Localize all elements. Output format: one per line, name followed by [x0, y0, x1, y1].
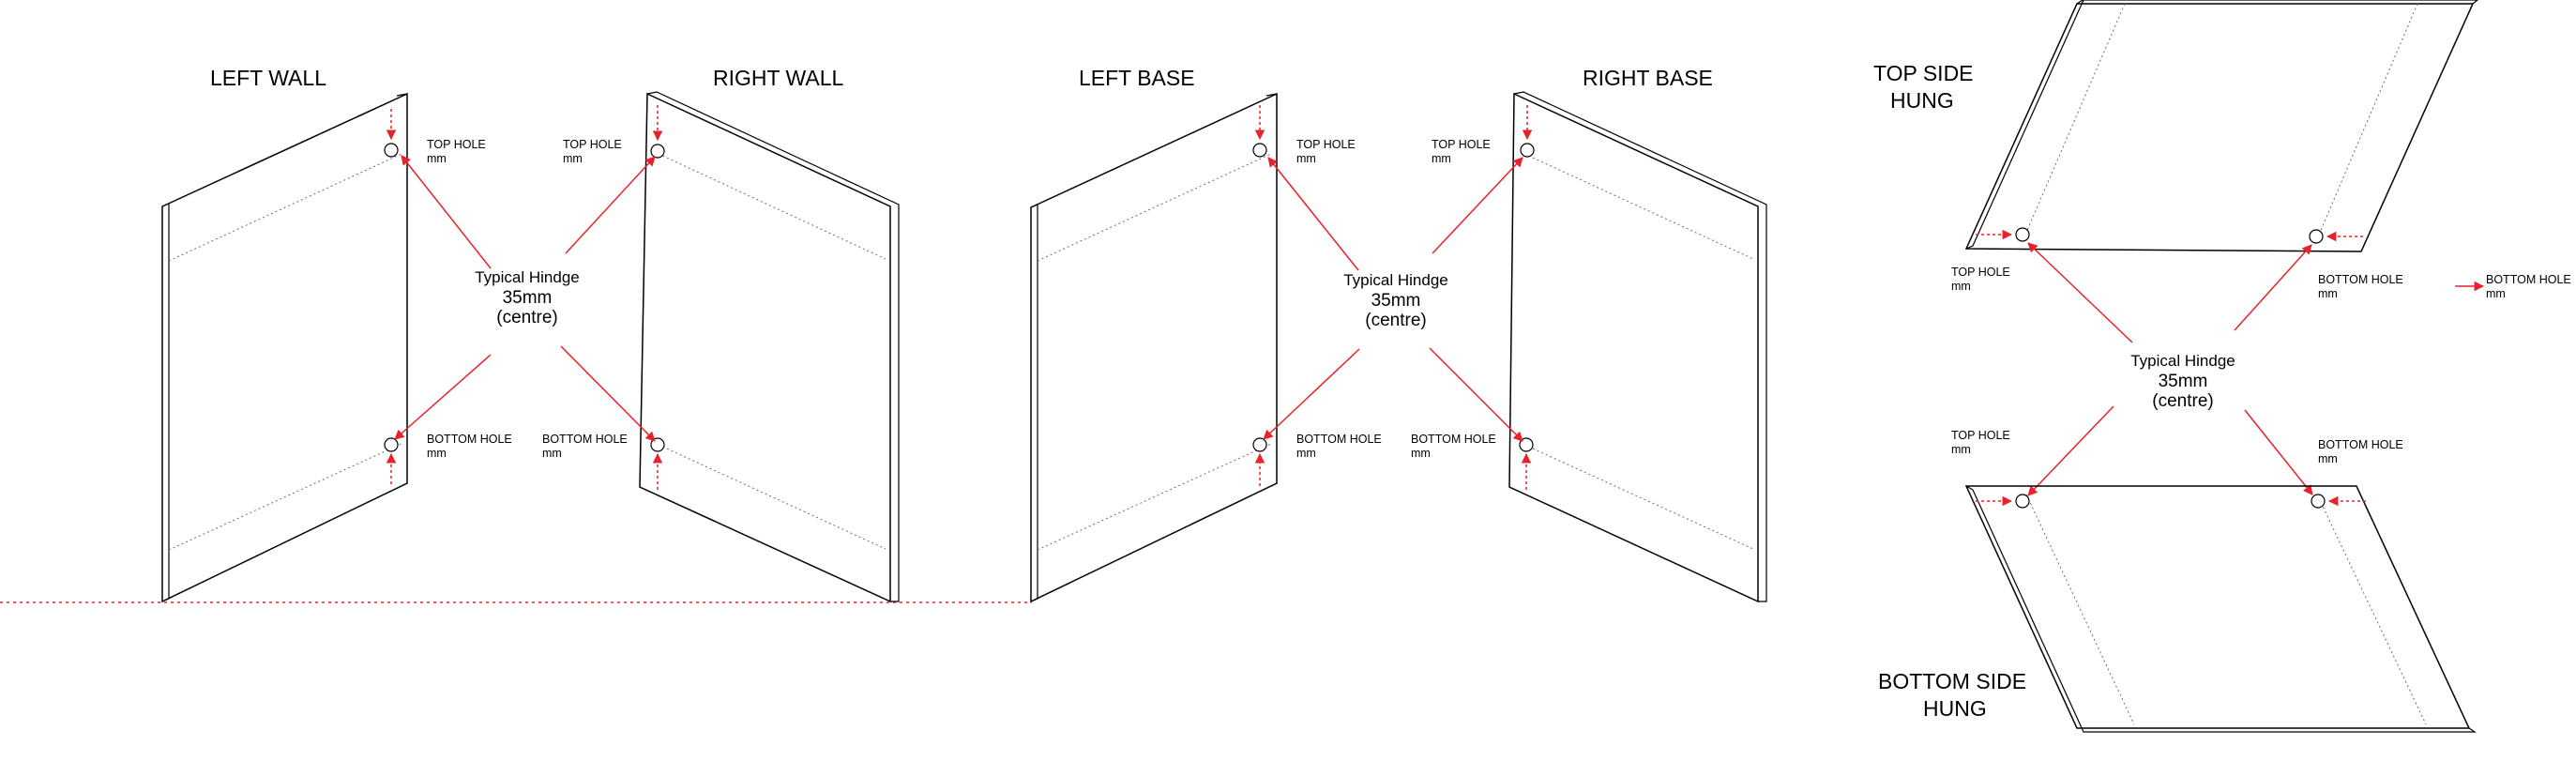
left-base-bottom-hole — [1252, 437, 1267, 452]
left-wall-top-hole-label: TOP HOLE — [427, 138, 486, 151]
wall-arrow-to-right-top — [565, 156, 656, 254]
hung-hinge-note-line-2: 35mm — [2159, 372, 2208, 391]
wall-arrow-to-left-bottom — [394, 354, 492, 440]
left-base-panel — [1030, 92, 1278, 603]
base-hinge-note-line-2: 35mm — [1371, 291, 1421, 311]
bottom-side-hung-right-hole-label: BOTTOM HOLE — [2318, 438, 2403, 451]
bottom-side-hung-panel — [1964, 485, 2477, 733]
wall-hinge-note-line-3: (centre) — [496, 308, 557, 327]
top-side-hung-right-hole-unit: mm — [2318, 287, 2338, 300]
right-wall-bottom-hole-unit: mm — [542, 447, 562, 460]
base-arrow-to-right-bottom — [1429, 347, 1523, 442]
right-wall-title: RIGHT WALL — [713, 66, 844, 90]
left-wall-bottom-hole — [384, 437, 399, 452]
hung-arrow-to-top-left — [2027, 242, 2133, 343]
bottom-side-hung-left-hole — [2015, 494, 2030, 509]
left-wall-group: LEFT WALL TOP HOLE mm BOTTOM HOLE mm — [161, 66, 512, 603]
base-arrow-to-left-bottom — [1263, 348, 1360, 440]
bottom-side-hung-right-hole — [2311, 494, 2326, 509]
left-base-bottom-hole-label: BOTTOM HOLE — [1296, 433, 1382, 446]
legend-bottom-hole-unit: mm — [2486, 287, 2506, 300]
left-base-top-hole-unit: mm — [1296, 152, 1316, 165]
wall-arrow-to-right-bottom — [560, 345, 656, 442]
top-side-hung-title-line-1: TOP SIDE — [1873, 61, 1974, 85]
top-side-hung-right-hole-label: BOTTOM HOLE — [2318, 273, 2403, 286]
right-wall-panel — [639, 91, 900, 603]
base-hinge-note-line-1: Typical Hindge — [1343, 271, 1448, 289]
wall-hinge-note: Typical Hindge 35mm (centre) — [475, 268, 580, 327]
bottom-side-hung-title-line-2: HUNG — [1923, 696, 1987, 721]
top-side-hung-left-hole-label: TOP HOLE — [1951, 266, 2010, 279]
left-wall-title: LEFT WALL — [210, 66, 326, 90]
left-wall-bottom-hole-unit: mm — [427, 447, 447, 460]
left-wall-panel — [161, 92, 408, 603]
base-hinge-note-line-3: (centre) — [1365, 311, 1426, 330]
left-wall-bottom-hole-label: BOTTOM HOLE — [427, 433, 512, 446]
right-wall-group: RIGHT WALL TOP HOLE mm BOTTOM HOLE mm — [542, 66, 900, 603]
wall-arrow-to-left-top — [401, 155, 492, 269]
right-base-top-hole — [1520, 143, 1535, 158]
top-side-hung-left-hole-unit: mm — [1951, 280, 1971, 293]
right-base-panel — [1508, 91, 1767, 603]
wall-hinge-note-line-2: 35mm — [503, 288, 553, 308]
right-base-bottom-hole-unit: mm — [1411, 447, 1431, 460]
base-arrow-to-right-top — [1432, 157, 1523, 254]
left-base-group: LEFT BASE TOP HOLE mm BOTTOM HOLE mm — [1030, 66, 1382, 603]
right-wall-bottom-hole-label: BOTTOM HOLE — [542, 433, 628, 446]
wall-hinge-note-line-1: Typical Hindge — [475, 268, 580, 286]
left-wall-top-hole-unit: mm — [427, 152, 447, 165]
hung-arrow-to-bottom-left — [2027, 405, 2114, 496]
left-wall-top-hole — [384, 143, 399, 158]
right-base-bottom-hole-label: BOTTOM HOLE — [1411, 433, 1496, 446]
right-wall-top-hole-label: TOP HOLE — [563, 138, 622, 151]
hung-arrow-to-bottom-right — [2244, 409, 2313, 495]
right-base-top-hole-label: TOP HOLE — [1432, 138, 1491, 151]
left-base-top-hole — [1252, 143, 1267, 158]
base-arrow-to-left-top — [1267, 157, 1359, 271]
top-side-hung-panel — [1964, 0, 2478, 252]
bottom-side-hung-left-hole-label: TOP HOLE — [1951, 429, 2010, 442]
right-base-title: RIGHT BASE — [1583, 66, 1713, 90]
right-wall-top-hole — [650, 144, 665, 159]
bottom-side-hung-title-line-1: BOTTOM SIDE — [1878, 669, 2026, 693]
base-hinge-note: Typical Hindge 35mm (centre) — [1343, 271, 1448, 330]
hung-hinge-note: Typical Hindge 35mm (centre) — [2130, 352, 2235, 411]
bottom-side-hung-left-hole-unit: mm — [1951, 443, 1971, 456]
hung-hinge-note-line-1: Typical Hindge — [2130, 352, 2235, 370]
left-base-bottom-hole-unit: mm — [1296, 447, 1316, 460]
legend-bottom-hole-label: BOTTOM HOLE — [2486, 273, 2571, 286]
left-base-title: LEFT BASE — [1079, 66, 1195, 90]
bottom-side-hung-right-hole-unit: mm — [2318, 452, 2338, 465]
top-side-hung-left-hole — [2015, 227, 2030, 242]
top-side-hung-right-hole — [2309, 229, 2324, 244]
right-base-group: RIGHT BASE TOP HOLE mm BOTTOM HOLE mm — [1411, 66, 1767, 603]
left-base-top-hole-label: TOP HOLE — [1296, 138, 1356, 151]
hung-hinge-note-line-3: (centre) — [2152, 391, 2213, 411]
right-wall-top-hole-unit: mm — [563, 152, 583, 165]
right-base-top-hole-unit: mm — [1432, 152, 1451, 165]
hung-arrow-to-top-right — [2234, 244, 2312, 331]
top-side-hung-title-line-2: HUNG — [1890, 88, 1954, 113]
top-side-hung-group: TOP SIDE HUNG TOP HOLE mm BOTTOM HOLE mm… — [1873, 0, 2571, 300]
bottom-side-hung-group: BOTTOM SIDE HUNG TOP HOLE mm BOTTOM HOLE… — [1878, 429, 2477, 733]
